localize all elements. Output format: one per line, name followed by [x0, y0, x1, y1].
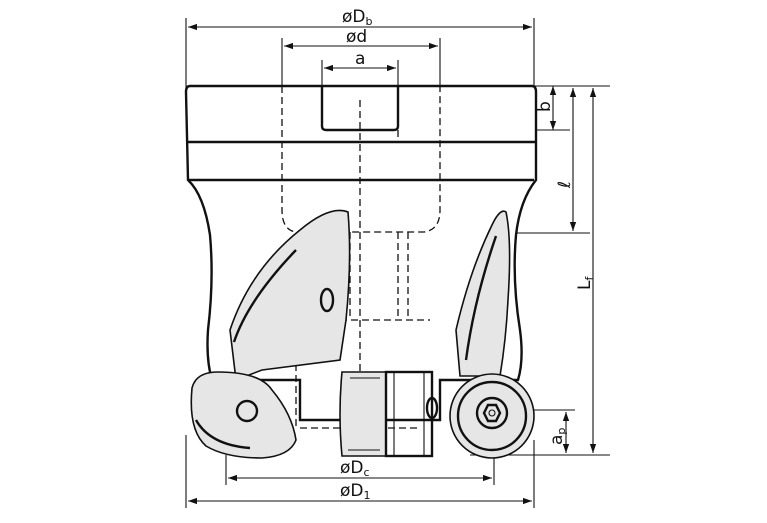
label-b: b — [535, 101, 555, 112]
label-Db: øDb — [342, 7, 373, 28]
label-a: a — [355, 49, 365, 69]
left-insert — [190, 371, 297, 459]
label-Dc: øDc — [340, 458, 370, 479]
dimension-lines — [188, 23, 597, 505]
dimension-labels: øDb ød a b ℓ Lf ap øDc øD1 — [340, 7, 596, 502]
right-round-insert — [449, 373, 535, 459]
label-Lf: Lf — [575, 276, 596, 290]
center-insert — [339, 370, 439, 458]
label-ap: ap — [547, 428, 568, 445]
label-d: ød — [346, 27, 367, 47]
label-l: ℓ — [555, 181, 575, 189]
cutter-body — [184, 84, 538, 459]
label-D1: øD1 — [340, 481, 371, 502]
